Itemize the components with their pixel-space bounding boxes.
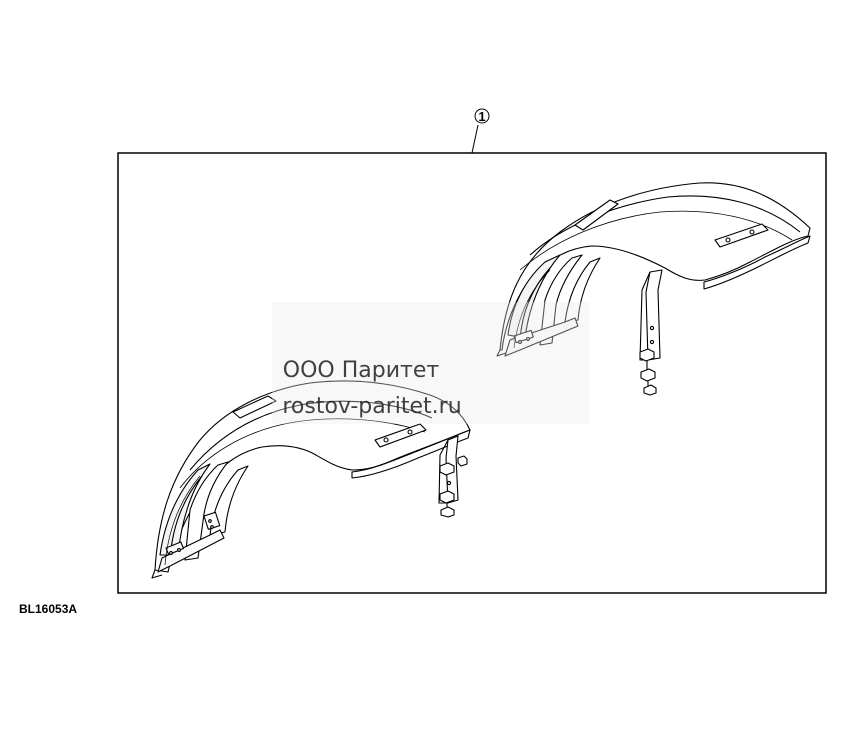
bolt-left	[439, 455, 468, 518]
fender-left-illustration	[151, 380, 471, 579]
watermark-website: rostov-paritet.ru	[282, 394, 462, 419]
bolt-right	[639, 348, 657, 396]
callout-number: 1	[478, 109, 485, 124]
callout-1: 1	[471, 108, 490, 154]
watermark: ООО Паритет rostov-paritet.ru	[272, 302, 590, 424]
callout-leader-line	[471, 124, 479, 154]
fender-right-illustration	[496, 182, 811, 396]
watermark-company: ООО Паритет	[282, 358, 440, 383]
diagram-frame	[117, 152, 827, 594]
callout-circle	[474, 108, 490, 124]
figure-id-label: BL16053A	[19, 602, 78, 616]
